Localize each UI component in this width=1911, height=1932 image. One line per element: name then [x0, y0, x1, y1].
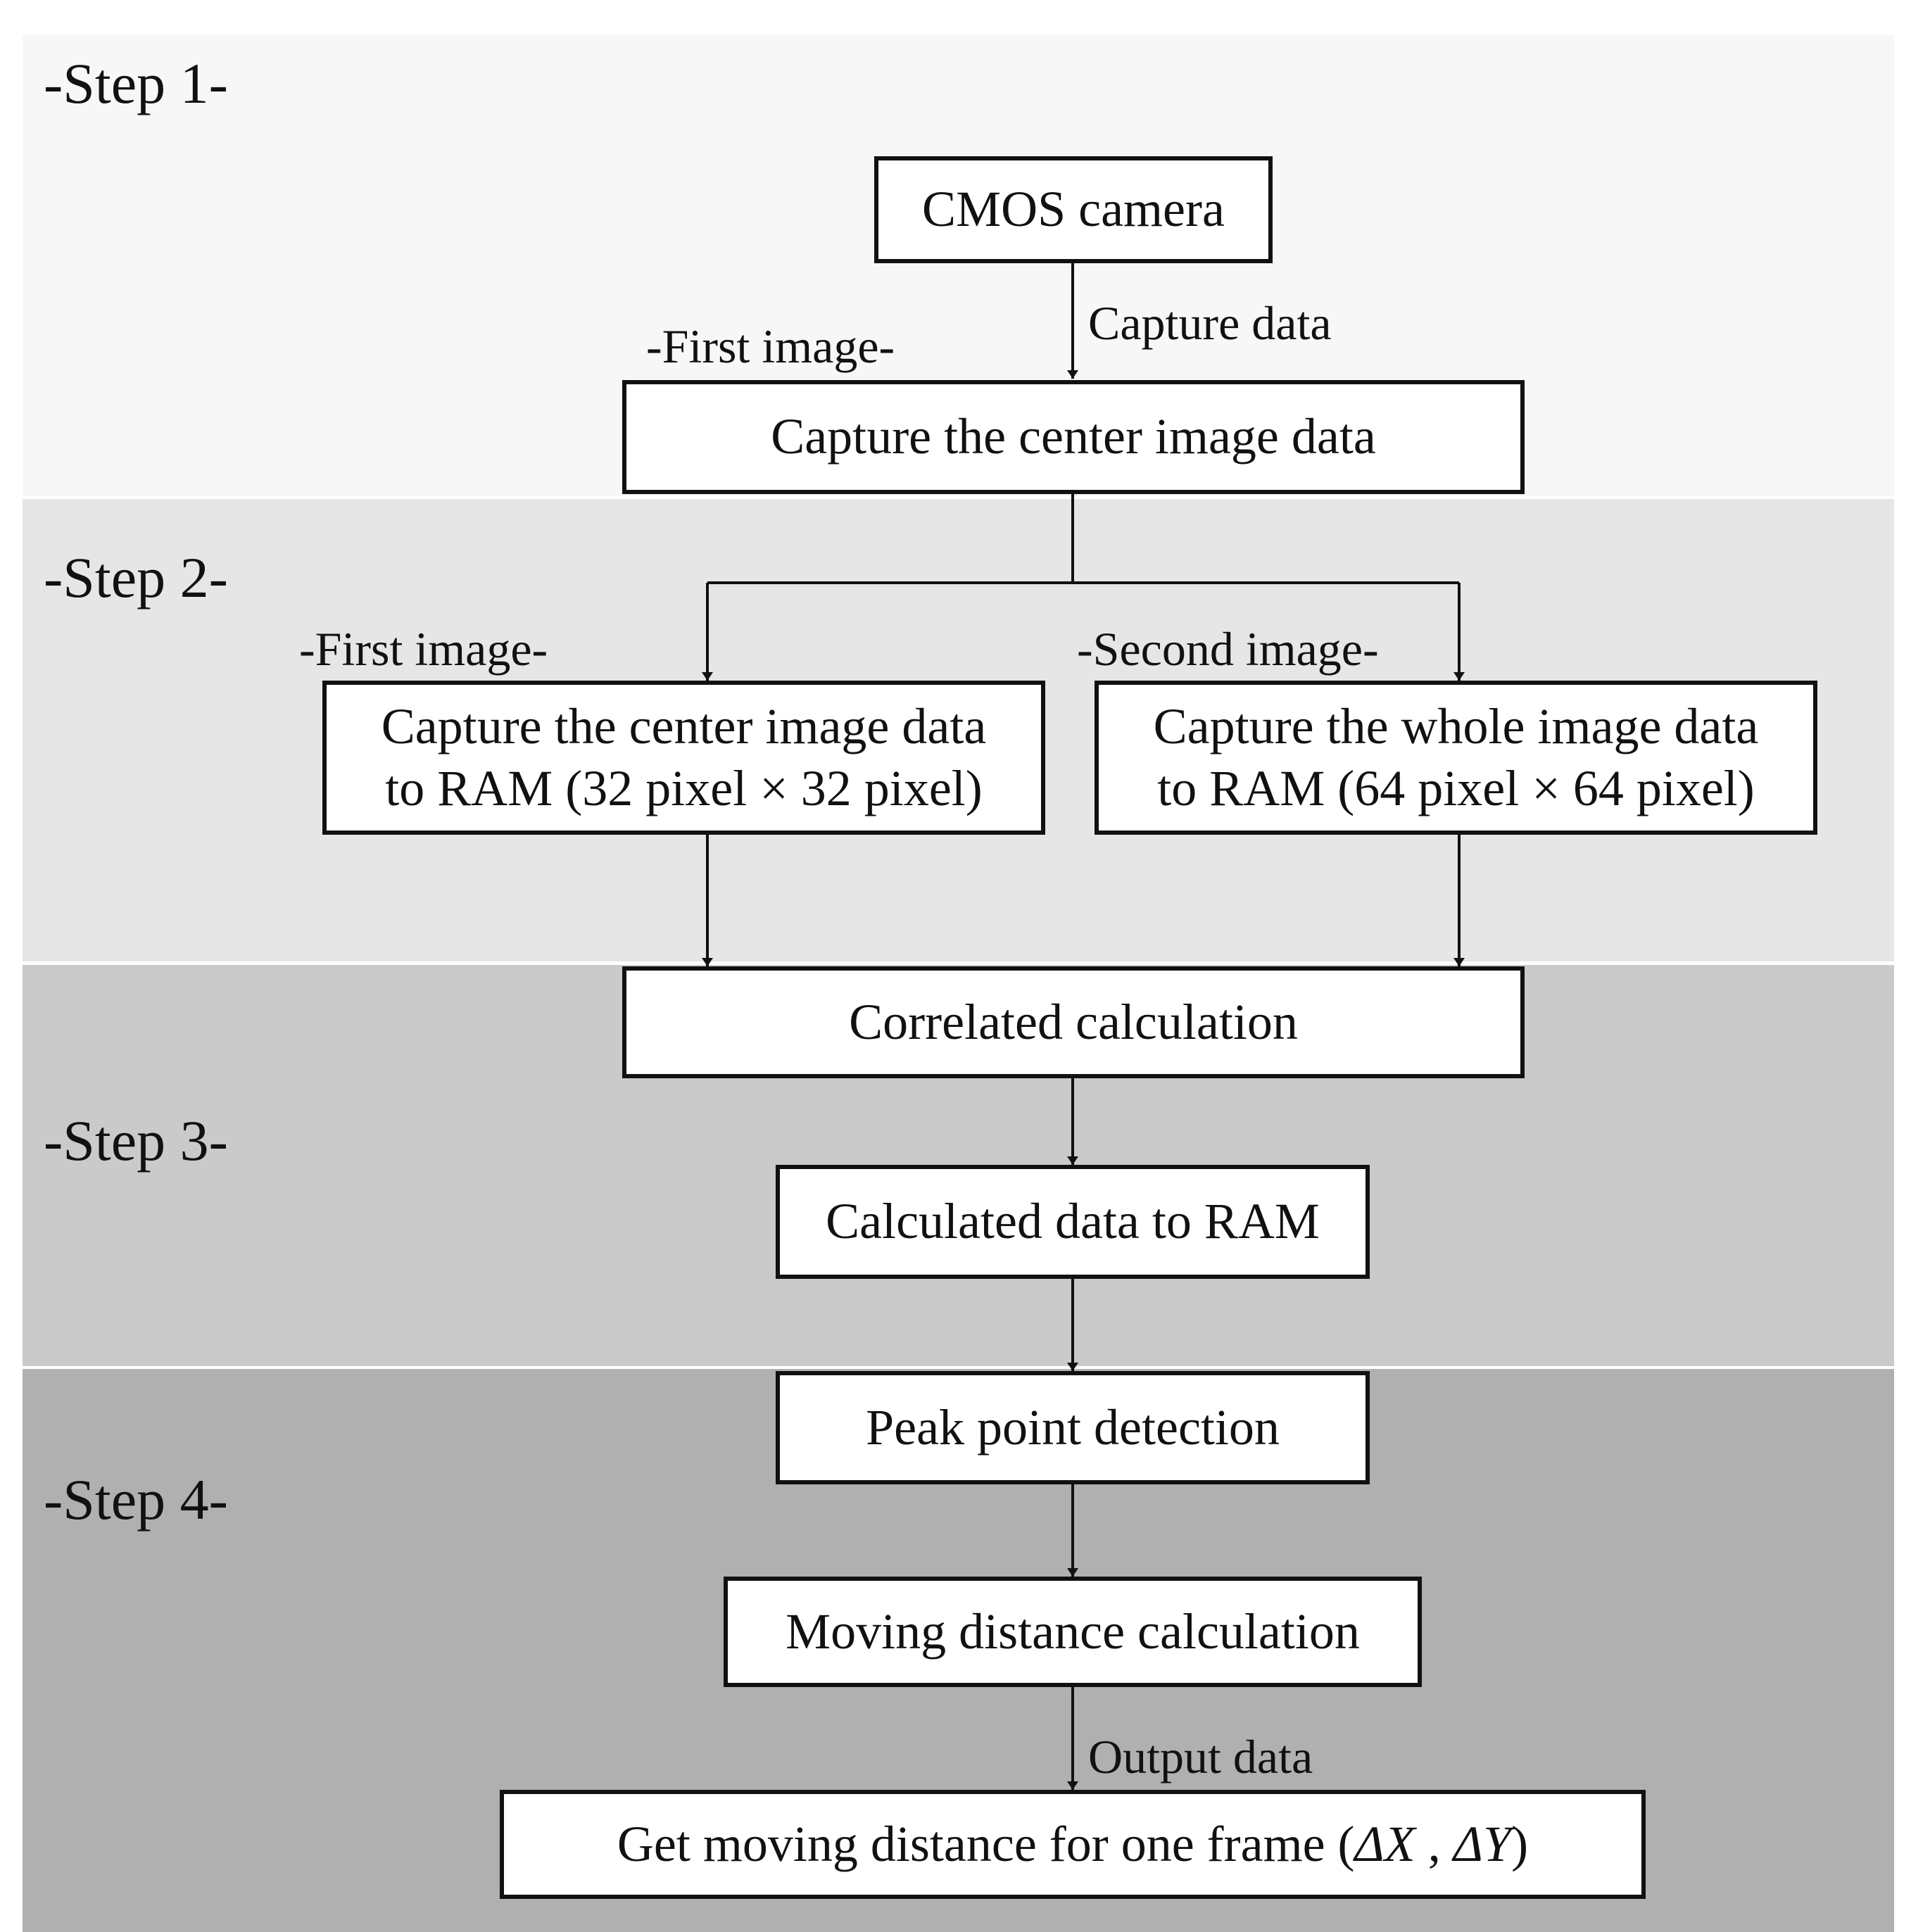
- correlated-calculation-box: Correlated calculation: [622, 966, 1525, 1078]
- comma-separator: ,: [1415, 1815, 1453, 1872]
- second-image-label: -Second image-: [1077, 622, 1379, 676]
- capture-center-ram-label: Capture the center image data to RAM (32…: [381, 697, 987, 816]
- peak-point-detection-label: Peak point detection: [866, 1399, 1280, 1456]
- calculated-data-ram-box: Calculated data to RAM: [776, 1165, 1370, 1279]
- get-moving-distance-box: Get moving distance for one frame (ΔX , …: [500, 1790, 1646, 1899]
- get-moving-distance-label: Get moving distance for one frame (ΔX , …: [617, 1814, 1528, 1876]
- closing-parenthesis: ): [1511, 1815, 1529, 1872]
- output-data-label: Output data: [1088, 1730, 1313, 1783]
- moving-distance-calculation-label: Moving distance calculation: [786, 1603, 1360, 1660]
- first-image-label-step2: -First image-: [299, 622, 548, 676]
- cmos-camera-label: CMOS camera: [922, 181, 1225, 238]
- capture-data-label: Capture data: [1088, 296, 1332, 350]
- capture-whole-ram-label: Capture the whole image data to RAM (64 …: [1153, 697, 1759, 816]
- capture-center-label: Capture the center image data: [771, 408, 1376, 465]
- step1-label: -Step 1-: [44, 51, 228, 115]
- get-moving-distance-text: Get moving distance for one frame (: [617, 1815, 1355, 1872]
- first-image-label-step1: -First image-: [646, 320, 895, 373]
- moving-distance-calculation-box: Moving distance calculation: [724, 1577, 1422, 1687]
- delta-y-symbol: ΔY: [1453, 1815, 1512, 1872]
- delta-x-symbol: ΔX: [1354, 1815, 1415, 1872]
- capture-whole-ram-box: Capture the whole image data to RAM (64 …: [1095, 681, 1817, 835]
- calculated-data-ram-label: Calculated data to RAM: [826, 1193, 1320, 1250]
- capture-center-ram-box: Capture the center image data to RAM (32…: [322, 681, 1045, 835]
- correlated-calculation-label: Correlated calculation: [849, 993, 1298, 1050]
- step3-label: -Step 3-: [44, 1109, 228, 1173]
- capture-center-box: Capture the center image data: [622, 380, 1525, 494]
- step4-label: -Step 4-: [44, 1467, 228, 1532]
- step2-label: -Step 2-: [44, 545, 228, 610]
- peak-point-detection-box: Peak point detection: [776, 1371, 1370, 1484]
- cmos-camera-box: CMOS camera: [874, 156, 1273, 263]
